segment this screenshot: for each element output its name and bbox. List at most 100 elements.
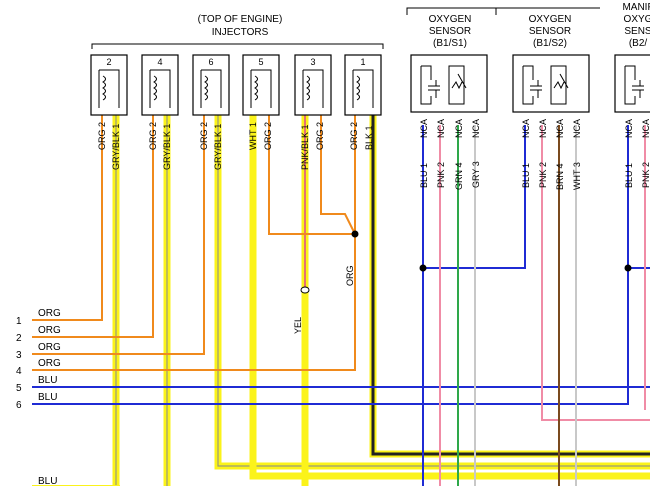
manifold-pin2-wire: PNK 2 — [641, 162, 650, 188]
injector-coil-symbol — [250, 69, 272, 108]
row-number: 2 — [16, 333, 22, 344]
injector-4-pin-b: GRY/BLK 1 — [162, 124, 172, 170]
injector-number: 4 — [157, 57, 162, 67]
b1s1-pin1-wire: BLU 1 — [419, 163, 429, 188]
injector-number: 6 — [208, 57, 213, 67]
sensor-box — [614, 54, 650, 113]
oxygen-sensor-b1s1: OXYGEN SENSOR (B1/S1) — [406, 7, 497, 113]
b1s2-pin2-nca: NCA — [538, 119, 548, 138]
sensor-pin-labels: NCA NCA NCA NCA BLU 1 PNK 2 GRN 4 GRY 3 … — [419, 119, 650, 190]
injector-6-pin-b: GRY/BLK 1 — [213, 124, 223, 170]
org-mid-label: ORG — [345, 265, 355, 286]
b1s1-pin4-wire: GRN 4 — [454, 162, 464, 190]
injector-number: 5 — [258, 57, 263, 67]
injector-2-pin-a: ORG 2 — [97, 122, 107, 150]
injector-1-pin-a: ORG 2 — [349, 122, 359, 150]
injectors-label: INJECTORS — [212, 27, 269, 38]
gryblk-core-inj6 — [217, 115, 650, 467]
b1s1-pin2-nca: NCA — [436, 119, 446, 138]
injector-number: 3 — [310, 57, 315, 67]
org-wire-row2 — [32, 115, 154, 338]
injector-6: 6 ORG 2 GRY/BLK 1 — [192, 54, 230, 170]
blk-core-inj1 — [371, 115, 650, 456]
gryblk-wire-inj6 — [214, 115, 650, 470]
b1s1-pin1-nca: NCA — [419, 119, 429, 138]
b1s1-pin4-nca: NCA — [454, 119, 464, 138]
sensor-title-3: (B1/S1) — [433, 38, 467, 49]
injectors-bracket — [91, 43, 384, 49]
b1s2-pin4-nca: NCA — [555, 119, 565, 138]
row-number: 4 — [16, 366, 22, 377]
sensor-title-2: SENSOR — [529, 26, 571, 37]
injector-box — [141, 54, 179, 116]
injector-coil-symbol — [149, 69, 171, 108]
injector-2-pin-b: GRY/BLK 1 — [111, 124, 121, 170]
bottom-wire-label: BLU — [38, 476, 57, 486]
injector-coil-symbol — [352, 69, 374, 108]
b1s1-pin2-wire: PNK 2 — [436, 162, 446, 188]
row-wire-color: ORG — [38, 308, 61, 319]
b1s1-pin3-nca: NCA — [471, 119, 481, 138]
splice-pnkblk-yel — [300, 286, 310, 294]
b1s2-pin1-nca: NCA — [521, 119, 531, 138]
injector-3-pin-b: ORG 2 — [315, 122, 325, 150]
injector-2: 2 ORG 2 GRY/BLK 1 — [90, 54, 128, 170]
injector-6-pin-a: ORG 2 — [199, 122, 209, 150]
wires — [32, 115, 650, 486]
org-wire-row3 — [32, 115, 205, 355]
row-wire-color: ORG — [38, 358, 61, 369]
sensor-bracket — [495, 7, 600, 15]
pnk-wire-b1s2 — [541, 125, 650, 421]
manifold-pin1-nca: NCA — [624, 119, 634, 138]
injector-box — [294, 54, 332, 116]
sensor-title-2: SENSOR — [429, 26, 471, 37]
b1s2-pin3-wire: WHT 3 — [572, 162, 582, 190]
oxygen-sensor-b1s2: OXYGEN SENSOR (B1/S2) — [495, 7, 600, 113]
row-number: 1 — [16, 316, 22, 327]
injector-1: 1 ORG 2 BLK 1 — [344, 54, 382, 150]
injector-3-pin-a: PNK/BLK 1 — [300, 124, 310, 170]
sensor-title-3: SENS — [624, 26, 650, 37]
injector-1-pin-b: BLK 1 — [364, 125, 374, 150]
injector-box — [344, 54, 382, 116]
row-wire-color: BLU — [38, 375, 57, 386]
left-connector-rows: 1 ORG 2 ORG 3 ORG 4 ORG 5 BLU 6 BLU BLU — [16, 308, 61, 486]
sensor-title-3: (B1/S2) — [533, 38, 567, 49]
sensor-title-1: MANIF — [622, 2, 650, 13]
row-number: 3 — [16, 350, 22, 361]
injector-5-pin-a: WHT 1 — [248, 122, 258, 150]
injector-coil-symbol — [98, 69, 120, 108]
org-wire-inj5 — [268, 115, 355, 235]
injector-box — [242, 54, 280, 116]
injector-number: 2 — [106, 57, 111, 67]
manifold-oxygen-sensor: MANIF OXYG SENS (B2/ — [614, 2, 650, 113]
manifold-pin2-nca: NCA — [641, 119, 650, 138]
sensor-element-symbol — [420, 65, 467, 105]
injector-5-pin-b: ORG 2 — [263, 122, 273, 150]
manifold-pin1-wire: BLU 1 — [624, 163, 634, 188]
b1s2-pin2-wire: PNK 2 — [538, 162, 548, 188]
org-wire-row1 — [32, 115, 103, 321]
org-wire-row4 — [32, 115, 356, 371]
injector-connectors: 2 ORG 2 GRY/BLK 1 4 ORG 2 GRY/BLK 1 6 OR… — [90, 54, 382, 170]
row-number: 5 — [16, 383, 22, 394]
injector-4: 4 ORG 2 GRY/BLK 1 — [141, 54, 179, 170]
injector-coil-symbol — [302, 69, 324, 108]
blu-wire-row6 — [32, 268, 629, 405]
injector-3: 3 PNK/BLK 1 ORG 2 — [294, 54, 332, 170]
wht-wire-inj5 — [249, 115, 650, 480]
b1s2-pin3-nca: NCA — [572, 119, 582, 138]
row-wire-color: ORG — [38, 342, 61, 353]
oxygen-sensors: OXYGEN SENSOR (B1/S1) OXYGEN SENSOR (B1/… — [406, 2, 650, 190]
sensor-title-1: OXYGEN — [529, 14, 572, 25]
injector-4-pin-a: ORG 2 — [148, 122, 158, 150]
splice-dot-blu-manifold — [624, 264, 632, 272]
injector-box — [90, 54, 128, 116]
sensor-title-4: (B2/ — [629, 38, 648, 49]
top-of-engine-label: (TOP OF ENGINE) — [198, 14, 283, 25]
row-wire-color: ORG — [38, 325, 61, 336]
splice-dot-blu-b1 — [419, 264, 427, 272]
yel-mid-label: YEL — [293, 317, 303, 334]
